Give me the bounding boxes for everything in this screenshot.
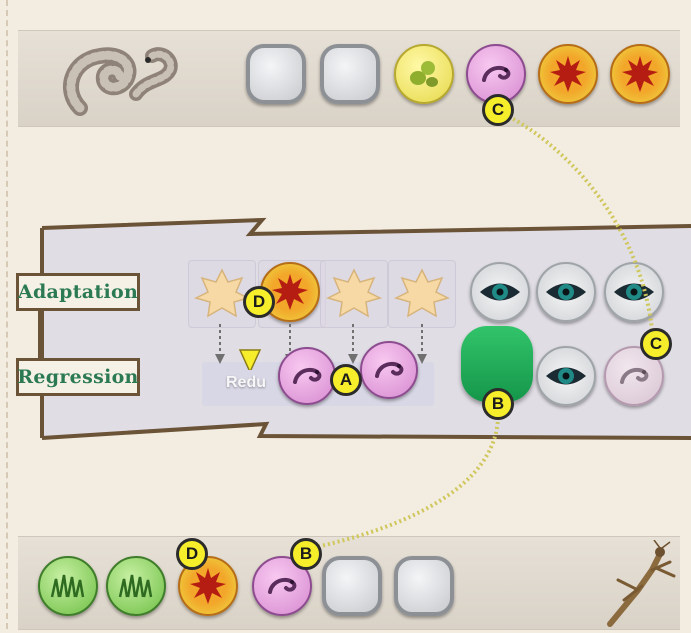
creature-token[interactable] xyxy=(278,347,336,405)
creature-icon xyxy=(369,350,409,390)
creature-icon xyxy=(262,566,302,606)
sun-icon xyxy=(188,566,228,606)
empty-token[interactable] xyxy=(246,44,306,104)
adaptation-label: Adaptation xyxy=(16,273,140,311)
empty-token[interactable] xyxy=(394,556,454,616)
callout-letter: A xyxy=(340,370,352,390)
creature-token[interactable] xyxy=(360,341,418,399)
grass-icon xyxy=(116,571,156,601)
creature-icon xyxy=(476,54,516,94)
sun-token[interactable] xyxy=(610,44,670,104)
adaptation-label-text: Adaptation xyxy=(18,281,138,303)
callout-letter: B xyxy=(300,544,312,564)
eye-token[interactable] xyxy=(604,262,664,322)
seed-icon xyxy=(404,54,444,94)
sun-token[interactable] xyxy=(538,44,598,104)
leaf-icon xyxy=(388,260,456,328)
eye-icon xyxy=(543,277,589,307)
sun-icon xyxy=(620,54,660,94)
adaptation-slot[interactable] xyxy=(388,260,456,328)
empty-token[interactable] xyxy=(320,44,380,104)
creature-icon xyxy=(614,356,654,396)
adaptation-slot[interactable] xyxy=(320,260,388,328)
empty-token[interactable] xyxy=(322,556,382,616)
creature-icon xyxy=(287,356,327,396)
eye-icon xyxy=(611,277,657,307)
mantis-illustration xyxy=(590,540,680,628)
eye-token[interactable] xyxy=(536,262,596,322)
callout-d: D xyxy=(243,286,275,318)
callout-letter: D xyxy=(253,292,265,312)
callout-b: B xyxy=(482,388,514,420)
callout-c: C xyxy=(640,328,672,360)
callout-b: B xyxy=(290,538,322,570)
regression-label-text: Regression xyxy=(17,366,138,388)
sun-icon xyxy=(270,272,310,312)
regression-label: Regression xyxy=(16,358,140,396)
callout-letter: D xyxy=(186,544,198,564)
callout-d: D xyxy=(176,538,208,570)
snake-illustration xyxy=(52,30,182,126)
grass-icon xyxy=(48,571,88,601)
callout-a: A xyxy=(330,364,362,396)
grass-token[interactable] xyxy=(106,556,166,616)
leaf-icon xyxy=(320,260,388,328)
sun-icon xyxy=(548,54,588,94)
grass-token[interactable] xyxy=(38,556,98,616)
seed-token[interactable] xyxy=(394,44,454,104)
eye-token[interactable] xyxy=(470,262,530,322)
callout-letter: C xyxy=(650,334,662,354)
callout-letter: B xyxy=(492,394,504,414)
callout-c: C xyxy=(482,94,514,126)
callout-letter: C xyxy=(492,100,504,120)
reduce-label: Redu xyxy=(226,374,266,392)
eye-icon xyxy=(543,361,589,391)
eye-token[interactable] xyxy=(536,346,596,406)
eye-icon xyxy=(477,277,523,307)
